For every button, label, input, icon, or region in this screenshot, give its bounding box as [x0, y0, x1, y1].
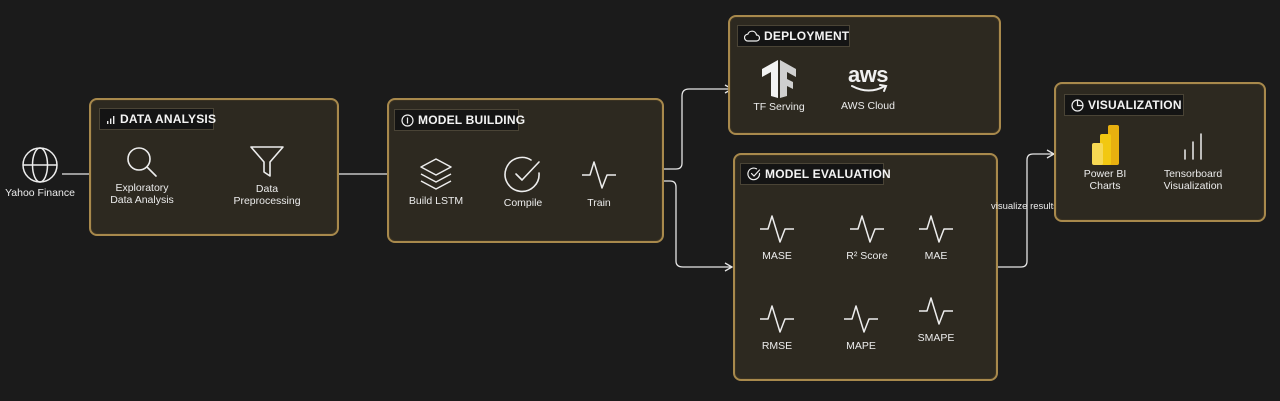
search-icon	[127, 147, 157, 177]
pulse-icon	[582, 161, 616, 189]
train-label: Train	[587, 197, 611, 209]
power-bi-node[interactable]: Power BI Charts	[1060, 125, 1150, 192]
metric-r2-score[interactable]: R² Score	[822, 211, 912, 262]
metric-smape[interactable]: SMAPE	[891, 293, 981, 344]
model-building-box: MODEL BUILDING Build LSTM Compile Train	[387, 98, 664, 243]
metric-mae[interactable]: MAE	[891, 211, 981, 262]
cloud-icon	[744, 30, 760, 42]
bar-chart-icon	[107, 116, 115, 124]
globe-icon	[22, 147, 58, 183]
visualize-results-label: visualize results	[991, 201, 1059, 212]
deployment-box: DEPLOYMENT TF Serving aws AWS Cloud	[728, 15, 1001, 135]
data-analysis-title: DATA ANALYSIS	[99, 108, 216, 130]
train-node[interactable]: Train	[554, 156, 644, 209]
pulse-icon	[760, 305, 794, 333]
metric-label: SMAPE	[917, 332, 955, 344]
model-evaluation-title: MODEL EVALUATION	[740, 163, 891, 185]
eda-node[interactable]: Exploratory Data Analysis	[97, 145, 187, 206]
metric-label: MASE	[762, 250, 792, 262]
pulse-icon	[844, 305, 878, 333]
pulse-icon	[919, 215, 953, 243]
build-lstm-label: Build LSTM	[408, 195, 464, 207]
metric-label: MAE	[924, 250, 948, 262]
model-evaluation-box: MODEL EVALUATION MASE R² Score MAE RMSE …	[733, 153, 998, 381]
pulse-icon	[919, 297, 953, 325]
deployment-title: DEPLOYMENT	[737, 25, 850, 47]
aws-cloud-label: AWS Cloud	[841, 100, 895, 112]
metric-label: R² Score	[846, 250, 888, 262]
pulse-icon	[850, 215, 884, 243]
tf-serving-node[interactable]: TF Serving	[734, 58, 824, 113]
arrow-train-to-evaluation	[620, 180, 734, 272]
metric-mape[interactable]: MAPE	[816, 301, 906, 352]
tensorboard-node[interactable]: Tensorboard Visualization	[1148, 125, 1238, 192]
pie-chart-icon	[1071, 98, 1084, 112]
metric-label: MAPE	[846, 340, 876, 352]
check-circle-icon	[747, 167, 761, 181]
funnel-icon	[250, 146, 284, 177]
eda-label: Exploratory Data Analysis	[110, 182, 174, 206]
aws-cloud-node[interactable]: aws AWS Cloud	[823, 64, 913, 113]
metric-rmse[interactable]: RMSE	[732, 301, 822, 352]
build-lstm-node[interactable]: Build LSTM	[391, 156, 481, 207]
model-building-title: MODEL BUILDING	[394, 109, 525, 131]
preprocessing-node[interactable]: Data Preprocessing	[222, 144, 312, 207]
bar-chart-icon	[1184, 133, 1202, 160]
yahoo-finance-node[interactable]: Yahoo Finance	[0, 146, 85, 199]
metric-label: RMSE	[761, 340, 793, 352]
power-bi-label: Power BI Charts	[1083, 168, 1127, 192]
yahoo-finance-label: Yahoo Finance	[5, 187, 75, 199]
visualization-box: VISUALIZATION Power BI Charts Tensorboar…	[1054, 82, 1266, 222]
check-circle-icon	[504, 156, 540, 193]
power-bi-logo-icon	[1092, 125, 1119, 165]
info-circle-icon	[401, 113, 414, 127]
tensorflow-logo-icon	[762, 60, 796, 98]
data-analysis-box: DATA ANALYSIS Exploratory Data Analysis …	[89, 98, 339, 236]
metric-mase[interactable]: MASE	[732, 211, 822, 262]
aws-logo-icon: aws	[823, 64, 913, 100]
compile-node[interactable]: Compile	[478, 156, 568, 209]
visualization-title: VISUALIZATION	[1064, 94, 1184, 116]
tensorboard-label: Tensorboard Visualization	[1163, 168, 1223, 192]
preprocessing-label: Data Preprocessing	[233, 183, 301, 207]
tf-serving-label: TF Serving	[753, 101, 805, 113]
arrow-evaluation-to-visualization	[998, 149, 1056, 268]
compile-label: Compile	[503, 197, 543, 209]
pulse-icon	[760, 215, 794, 243]
layers-icon	[420, 158, 452, 190]
arrow-train-to-deployment	[620, 84, 734, 170]
